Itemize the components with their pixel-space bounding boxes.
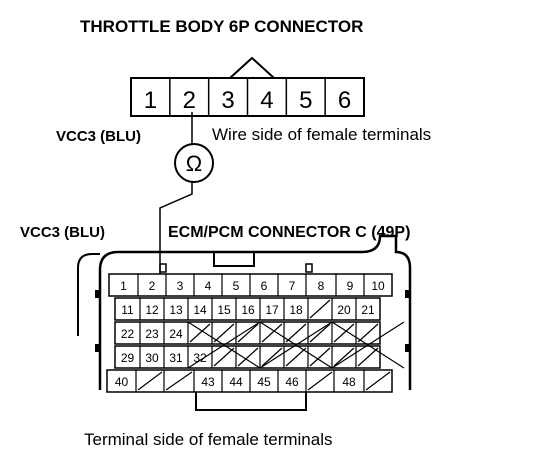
ecm-empty-cavity [333,323,355,343]
ecm-empty-cavity [357,323,379,343]
ecm-pin-31: 31 [169,351,183,365]
ecm-pin-43: 43 [201,375,215,389]
test-leads: Ω [159,112,214,274]
ecm-empty-cavity [357,347,379,367]
ecm-pin-44: 44 [229,375,243,389]
ecm-pin-29: 29 [121,351,135,365]
ecm-pin-2: 2 [149,279,156,293]
ecm-pin-14: 14 [193,303,207,317]
ecm-pin-17: 17 [265,303,279,317]
ecm-pin-20: 20 [337,303,351,317]
throttle-pin-6: 6 [338,87,351,114]
ecm-pin-16: 16 [241,303,255,317]
terminal-side-caption: Terminal side of female terminals [84,430,332,449]
ecm-empty-cavity [333,347,355,367]
ohm-symbol: Ω [186,151,202,176]
ecm-empty-cavity [261,323,283,343]
ecm-pin-12: 12 [145,303,159,317]
ecm-pin-24: 24 [169,327,183,341]
ecm-pin-48: 48 [342,375,356,389]
ecm-empty-cavity [285,347,307,367]
ecm-pin-8: 8 [318,279,325,293]
ecm-pin-23: 23 [145,327,159,341]
ecm-pin-45: 45 [257,375,271,389]
ecm-pin-30: 30 [145,351,159,365]
ecm-empty-cavity [365,371,391,391]
wire-label-bottom: VCC3 (BLU) [20,224,105,241]
ecm-empty-cavity [213,323,235,343]
wire-side-caption: Wire side of female terminals [212,125,431,144]
ohmmeter-icon [174,143,214,183]
ecm-empty-cavity [189,323,211,343]
ecm-pin-10: 10 [371,279,385,293]
ecm-pin-46: 46 [285,375,299,389]
ecm-empty-cavity [309,299,331,319]
ecm-pin-5: 5 [233,279,240,293]
ecm-pin-1: 1 [120,279,127,293]
ecm-pin-9: 9 [347,279,354,293]
ecm-pin-4: 4 [205,279,212,293]
throttle-pin-1: 1 [144,87,157,114]
ecm-pin-21: 21 [361,303,375,317]
ecm-empty-cavity [261,347,283,367]
ecm-pin-7: 7 [289,279,296,293]
ecm-connector-title: ECM/PCM CONNECTOR C (49P) [168,224,410,241]
ecm-empty-cavity [309,347,331,367]
ecm-empty-cavity [137,371,163,391]
ecm-pin-32: 32 [193,351,207,365]
throttle-body-title: THROTTLE BODY 6P CONNECTOR [80,17,363,36]
ecm-empty-cavity [285,323,307,343]
ecm-pin-11: 11 [121,303,134,317]
ecm-empty-cavity [237,347,259,367]
ecm-pin-6: 6 [261,279,268,293]
wire-label-top: VCC3 (BLU) [56,128,141,145]
ecm-empty-cavity [237,323,259,343]
ecm-empty-cavity [307,371,333,391]
ecm-pin-18: 18 [289,303,303,317]
ecm-empty-cavity [213,347,235,367]
ecm-empty-cavity [165,371,193,391]
throttle-pin-5: 5 [299,87,312,114]
ecm-pin-40: 40 [115,375,129,389]
ecm-pin-13: 13 [169,303,183,317]
ecm-empty-cavity [309,323,331,343]
ecm-pin-15: 15 [217,303,231,317]
ecm-pin-3: 3 [177,279,184,293]
ecm-pin-22: 22 [121,327,135,341]
throttle-pin-4: 4 [260,87,273,114]
throttle-pin-2: 2 [183,87,196,114]
throttle-pin-3: 3 [221,87,234,114]
